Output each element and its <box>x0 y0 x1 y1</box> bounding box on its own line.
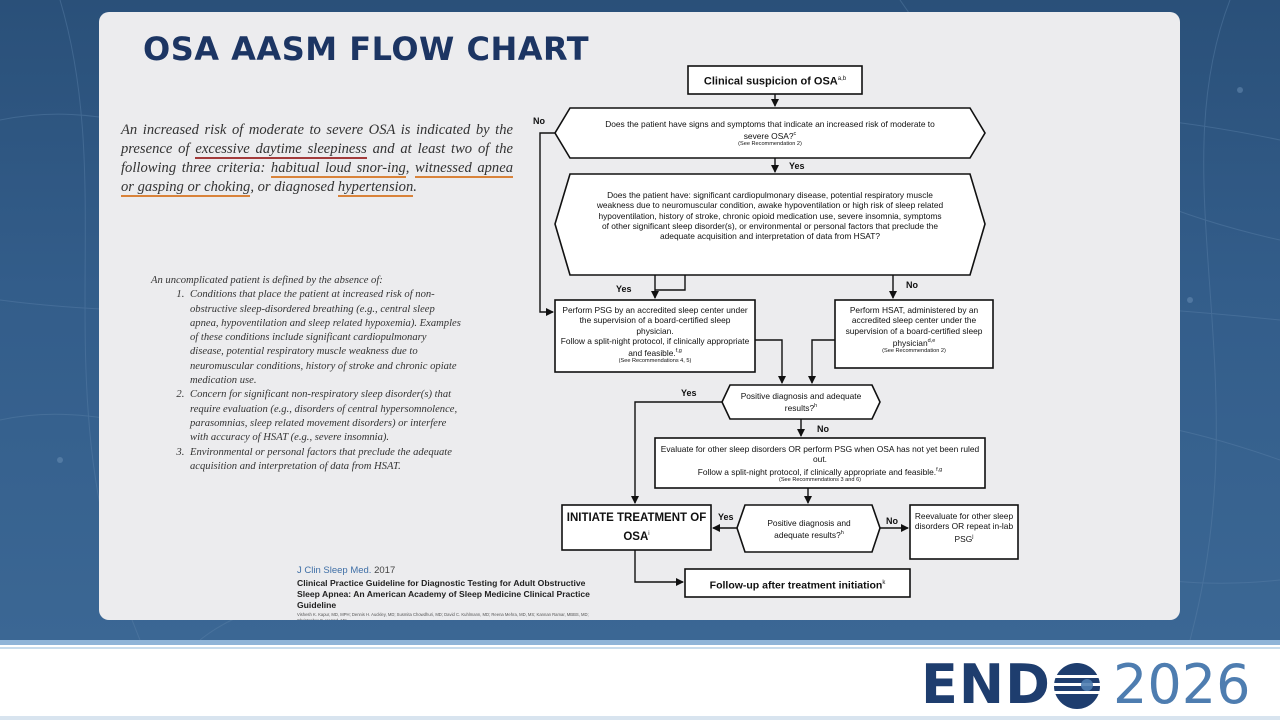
evaluate-line2: Follow a split-night protocol, if clinic… <box>697 466 937 477</box>
label-yes: Yes <box>616 284 632 294</box>
list-item: Concern for significant non-respiratory … <box>187 388 461 445</box>
reevaluate-box <box>909 504 1019 560</box>
q3-node: Positive diagnosis and adequate results?… <box>740 391 862 413</box>
criteria-hypertension: hypertension <box>337 179 414 197</box>
label-no: No <box>817 424 829 434</box>
label-yes: Yes <box>718 512 734 522</box>
psg-box <box>554 299 756 373</box>
label-yes: Yes <box>681 388 697 398</box>
accent-stripe-thin <box>0 647 1280 649</box>
followup-label: Follow-up after treatment initiation <box>709 579 883 592</box>
q1-node: Does the patient have signs and symptoms… <box>600 119 940 148</box>
hsat-box <box>834 299 994 369</box>
list-item: Environmental or personal factors that p… <box>187 446 461 475</box>
list-item: Conditions that place the patient at inc… <box>187 288 461 388</box>
q3-sup: h <box>814 403 818 410</box>
citation-authors: Vishesh K. Kapur, MD, MPH; Dennis H. Auc… <box>297 612 589 620</box>
reevaluate-node: Reevaluate for other sleep disorders OR … <box>914 511 1014 544</box>
label-no: No <box>533 116 545 126</box>
evaluate-sup: f,g <box>936 466 943 473</box>
start-box <box>687 65 863 95</box>
accent-stripe <box>0 640 1280 645</box>
criteria-text-2: and at least two of the following three … <box>121 141 513 176</box>
citation: J Clin Sleep Med. 2017 Clinical Practice… <box>297 565 607 620</box>
slide-title: OSA AASM FLOW CHART <box>143 30 590 68</box>
treatment-label: INITIATE TREATMENT OF OSA <box>566 512 707 543</box>
citation-journal: J Clin Sleep Med. 2017 <box>297 565 607 576</box>
label-no: No <box>906 280 918 290</box>
followup-sup: k <box>882 580 886 586</box>
start-label: Clinical suspicion of OSA <box>703 75 838 88</box>
q4-sup: h <box>840 530 844 537</box>
q3-label: Positive diagnosis and adequate results? <box>740 391 862 414</box>
citation-journal-name: J Clin Sleep Med. <box>297 565 372 576</box>
label-no: No <box>886 516 898 526</box>
q1-ref: (See Recommendation 2) <box>738 141 802 148</box>
psg-sup: f,g <box>675 348 682 355</box>
evaluate-ref: (See Recommendations 3 and 6) <box>778 476 862 483</box>
start-sup: a,b <box>837 76 847 82</box>
q2-node: Does the patient have: significant cardi… <box>596 190 944 242</box>
followup-node: Follow-up after treatment initiationk <box>687 576 908 593</box>
psg-node: Perform PSG by an accredited sleep cente… <box>560 305 750 365</box>
hsat-ref: (See Recommendation 2) <box>882 347 946 354</box>
uncomplicated-definition: An uncomplicated patient is defined by t… <box>151 274 461 474</box>
psg-ref: (See Recommendations 4, 5) <box>618 358 692 365</box>
footer-line <box>0 716 1280 720</box>
criteria-sleepiness: excessive daytime sleepiness <box>195 141 367 159</box>
q1-label: Does the patient have signs and symptoms… <box>605 119 935 142</box>
logo-globe-icon <box>1052 663 1102 709</box>
treatment-sup: i <box>648 531 650 537</box>
q4-node: Positive diagnosis and adequate results?… <box>752 518 866 540</box>
criteria-snoring: habitual loud snor-ing <box>270 160 406 178</box>
label-yes: Yes <box>789 161 805 171</box>
psg-line2: Follow a split-night protocol, if clinic… <box>560 335 750 358</box>
treatment-box <box>561 504 712 551</box>
hsat-sup: d,e <box>927 337 936 344</box>
hsat-label: Perform HSAT, administered by an accredi… <box>845 305 983 348</box>
logo-year: 2026 <box>1113 653 1251 716</box>
risk-criteria-text: An increased risk of moderate to severe … <box>121 121 513 197</box>
treatment-node: INITIATE TREATMENT OF OSAi <box>564 510 709 545</box>
start-node: Clinical suspicion of OSAa,b <box>688 72 862 89</box>
followup-box <box>684 568 911 598</box>
uncomplicated-list: Conditions that place the patient at inc… <box>187 288 461 474</box>
evaluate-node: Evaluate for other sleep disorders OR pe… <box>660 444 980 484</box>
citation-year: 2017 <box>374 565 396 576</box>
reevaluate-label: Reevaluate for other sleep disorders OR … <box>914 511 1014 544</box>
criteria-text-4: , or diagnosed <box>250 179 338 195</box>
q1-sup: c <box>793 131 797 138</box>
evaluate-line1: Evaluate for other sleep disorders OR pe… <box>660 444 980 465</box>
criteria-apnea: witnessed apnea or gasping or choking <box>121 160 513 197</box>
reevaluate-sup: j <box>972 533 974 540</box>
decision-q2 <box>554 173 986 276</box>
citation-title: Clinical Practice Guideline for Diagnost… <box>297 578 590 610</box>
logo-brand: END <box>921 653 1051 716</box>
evaluate-box <box>654 437 986 489</box>
uncomplicated-intro: An uncomplicated patient is defined by t… <box>151 275 383 286</box>
hsat-node: Perform HSAT, administered by an accredi… <box>840 305 988 355</box>
q4-label: Positive diagnosis and adequate results? <box>767 518 851 541</box>
psg-line1: Perform PSG by an accredited sleep cente… <box>562 305 748 336</box>
criteria-text-3: , <box>405 160 416 176</box>
criteria-text-5: . <box>413 179 417 195</box>
criteria-text-1: An increased risk of moderate to severe … <box>121 122 513 157</box>
